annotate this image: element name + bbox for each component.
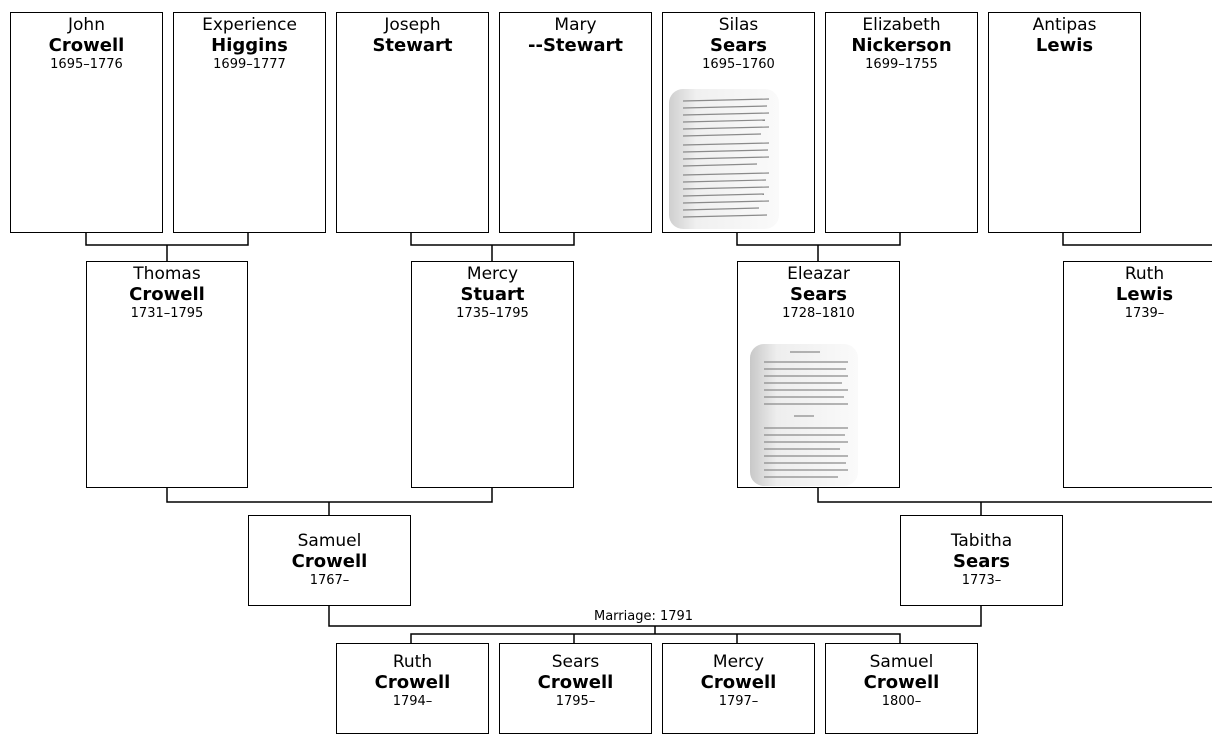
given-name: Joseph <box>384 15 441 35</box>
life-years: 1795– <box>555 694 596 709</box>
person-card-antipas[interactable]: Antipas Lewis <box>988 12 1141 233</box>
given-name: Experience <box>202 15 297 35</box>
person-card-ruth-lewis[interactable]: Ruth Lewis 1739– <box>1063 261 1212 488</box>
life-years: 1728–1810 <box>782 306 855 321</box>
person-card-ruth-crowell[interactable]: Ruth Crowell 1794– <box>336 643 489 734</box>
surname: Lewis <box>1035 35 1094 56</box>
person-card-experience[interactable]: Experience Higgins 1699–1777 <box>173 12 326 233</box>
person-card-silas[interactable]: Silas Sears 1695–1760 <box>662 12 815 233</box>
surname: Crowell <box>537 672 614 693</box>
surname: Crowell <box>700 672 777 693</box>
person-card-samuel[interactable]: Samuel Crowell 1767– <box>248 515 411 606</box>
surname: Stuart <box>460 284 525 305</box>
given-name: Thomas <box>133 264 201 284</box>
surname: Sears <box>790 284 847 305</box>
life-years: 1699–1755 <box>865 57 938 72</box>
life-years: 1773– <box>961 573 1002 588</box>
given-name: Silas <box>718 15 759 35</box>
person-card-eleazar[interactable]: Eleazar Sears 1728–1810 <box>737 261 900 488</box>
document-thumbnail[interactable] <box>750 344 858 486</box>
marriage-label: Marriage: 1791 <box>594 609 694 624</box>
surname: Higgins <box>211 35 288 56</box>
document-image <box>750 344 858 486</box>
life-years: 1794– <box>392 694 433 709</box>
given-name: Mary <box>554 15 597 35</box>
life-years: 1695–1776 <box>50 57 123 72</box>
given-name: Elizabeth <box>862 15 941 35</box>
life-years: 1699–1777 <box>213 57 286 72</box>
life-years: 1731–1795 <box>130 306 204 321</box>
surname: Lewis <box>1115 284 1174 305</box>
surname: Crowell <box>291 551 368 572</box>
person-card-tabitha[interactable]: Tabitha Sears 1773– <box>900 515 1063 606</box>
given-name: Mercy <box>466 264 519 284</box>
person-card-sears-crowell[interactable]: Sears Crowell 1795– <box>499 643 652 734</box>
surname: Stewart <box>372 35 453 56</box>
surname: Crowell <box>374 672 451 693</box>
document-image <box>669 89 779 229</box>
given-name: Ruth <box>1124 264 1165 284</box>
document-thumbnail[interactable] <box>669 89 779 229</box>
given-name: Antipas <box>1032 15 1097 35</box>
surname: --Stewart <box>528 35 623 56</box>
given-name: Mercy <box>712 652 765 672</box>
person-card-mary[interactable]: Mary --Stewart <box>499 12 652 233</box>
given-name: John <box>68 15 105 35</box>
surname: Crowell <box>863 672 940 693</box>
life-years: 1800– <box>881 694 922 709</box>
life-years: 1767– <box>309 573 350 588</box>
person-card-joseph[interactable]: Joseph Stewart <box>336 12 489 233</box>
given-name: Eleazar <box>787 264 850 284</box>
person-card-john[interactable]: John Crowell 1695–1776 <box>10 12 163 233</box>
surname: Nickerson <box>851 35 952 56</box>
person-card-thomas[interactable]: Thomas Crowell 1731–1795 <box>86 261 248 488</box>
given-name: Tabitha <box>950 531 1013 551</box>
surname: Sears <box>710 35 767 56</box>
life-years: 1735–1795 <box>456 306 529 321</box>
surname: Sears <box>953 551 1010 572</box>
life-years: 1695–1760 <box>702 57 775 72</box>
person-card-mercy-crowell[interactable]: Mercy Crowell 1797– <box>662 643 815 734</box>
person-card-mercy-stuart[interactable]: Mercy Stuart 1735–1795 <box>411 261 574 488</box>
surname: Crowell <box>129 284 205 305</box>
given-name: Sears <box>551 652 600 672</box>
surname: Crowell <box>48 35 125 56</box>
person-card-elizabeth[interactable]: Elizabeth Nickerson 1699–1755 <box>825 12 978 233</box>
given-name: Samuel <box>297 531 362 551</box>
life-years: 1739– <box>1124 306 1165 321</box>
given-name: Ruth <box>392 652 433 672</box>
person-card-samuel-jr[interactable]: Samuel Crowell 1800– <box>825 643 978 734</box>
life-years: 1797– <box>718 694 759 709</box>
given-name: Samuel <box>869 652 934 672</box>
